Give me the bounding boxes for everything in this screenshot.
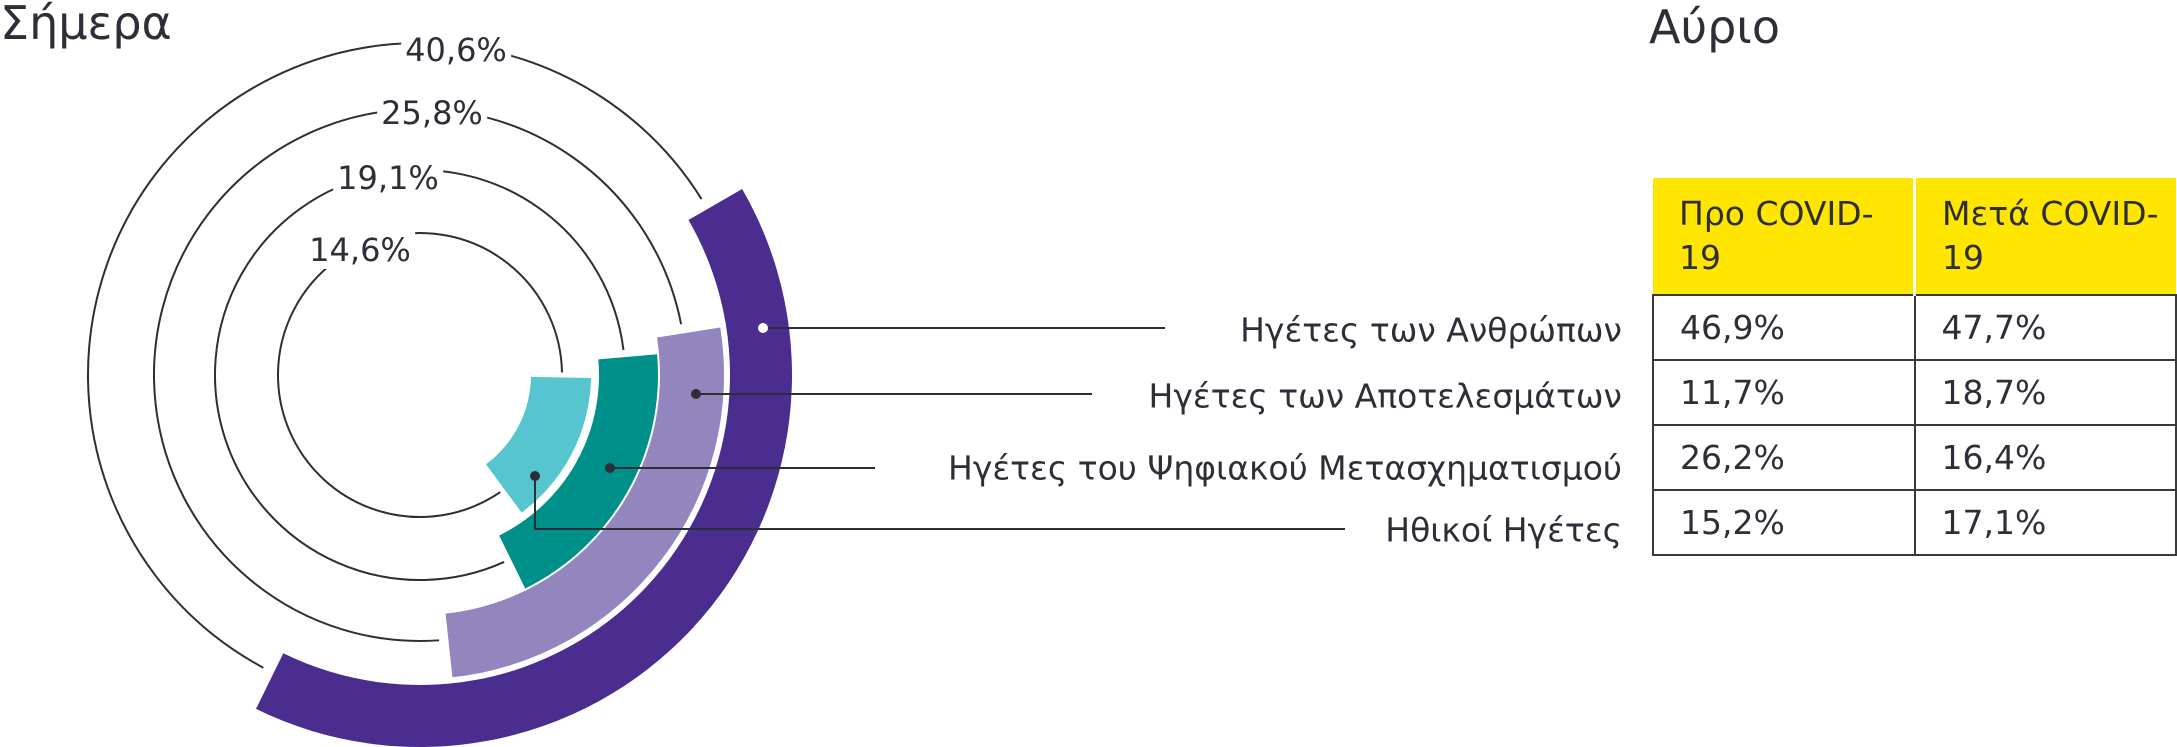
ring-label-results: 25,8% bbox=[377, 94, 487, 132]
cell-post: 47,7% bbox=[1913, 294, 2177, 361]
leader-line-ethical bbox=[534, 476, 1345, 530]
cell-pre: 46,9% bbox=[1652, 294, 1916, 361]
legend-label-results: Ηγέτες των Αποτελεσμάτων bbox=[1148, 376, 1622, 416]
leader-dot-digital bbox=[605, 463, 615, 473]
cell-post: 18,7% bbox=[1913, 359, 2177, 426]
table-row: 15,2% 17,1% bbox=[1652, 489, 2177, 556]
cell-pre: 15,2% bbox=[1652, 489, 1916, 556]
bar-people bbox=[255, 189, 792, 747]
table-row: 46,9% 47,7% bbox=[1652, 294, 2177, 361]
leader-dot-ethical bbox=[530, 471, 540, 481]
header-pre-covid: Προ COVID-19 bbox=[1653, 178, 1915, 295]
covid-comparison-table: Προ COVID-19 Μετά COVID-19 46,9% 47,7% 1… bbox=[1652, 178, 2177, 556]
legend-label-people: Ηγέτες των Ανθρώπων bbox=[1240, 310, 1622, 350]
cell-pre: 11,7% bbox=[1652, 359, 1916, 426]
ring-track-people bbox=[87, 42, 703, 669]
bar-results bbox=[445, 327, 724, 678]
table-row: 26,2% 16,4% bbox=[1652, 424, 2177, 491]
title-tomorrow: Αύριο bbox=[1649, 0, 1780, 54]
ring-label-ethical: 14,6% bbox=[305, 231, 415, 269]
ring-label-digital: 19,1% bbox=[333, 159, 443, 197]
leader-dot-results bbox=[691, 389, 701, 399]
cell-pre: 26,2% bbox=[1652, 424, 1916, 491]
ring-track-ethical bbox=[277, 232, 563, 518]
header-post-covid: Μετά COVID-19 bbox=[1913, 178, 2176, 295]
ring-track-digital bbox=[214, 169, 625, 581]
legend-label-digital: Ηγέτες του Ψηφιακού Μετασχηματισμού bbox=[948, 448, 1622, 488]
bar-ethical bbox=[485, 376, 591, 513]
ring-label-people: 40,6% bbox=[401, 31, 511, 69]
title-today: Σήμερα bbox=[0, 0, 172, 50]
leader-dot-people bbox=[758, 323, 768, 333]
legend-label-ethical: Ηθικοί Ηγέτες bbox=[1385, 510, 1622, 550]
cell-post: 17,1% bbox=[1913, 489, 2177, 556]
cell-post: 16,4% bbox=[1913, 424, 2177, 491]
ring-track-results bbox=[153, 108, 683, 642]
table-row: 11,7% 18,7% bbox=[1652, 359, 2177, 426]
table-header-row: Προ COVID-19 Μετά COVID-19 bbox=[1653, 178, 2176, 295]
